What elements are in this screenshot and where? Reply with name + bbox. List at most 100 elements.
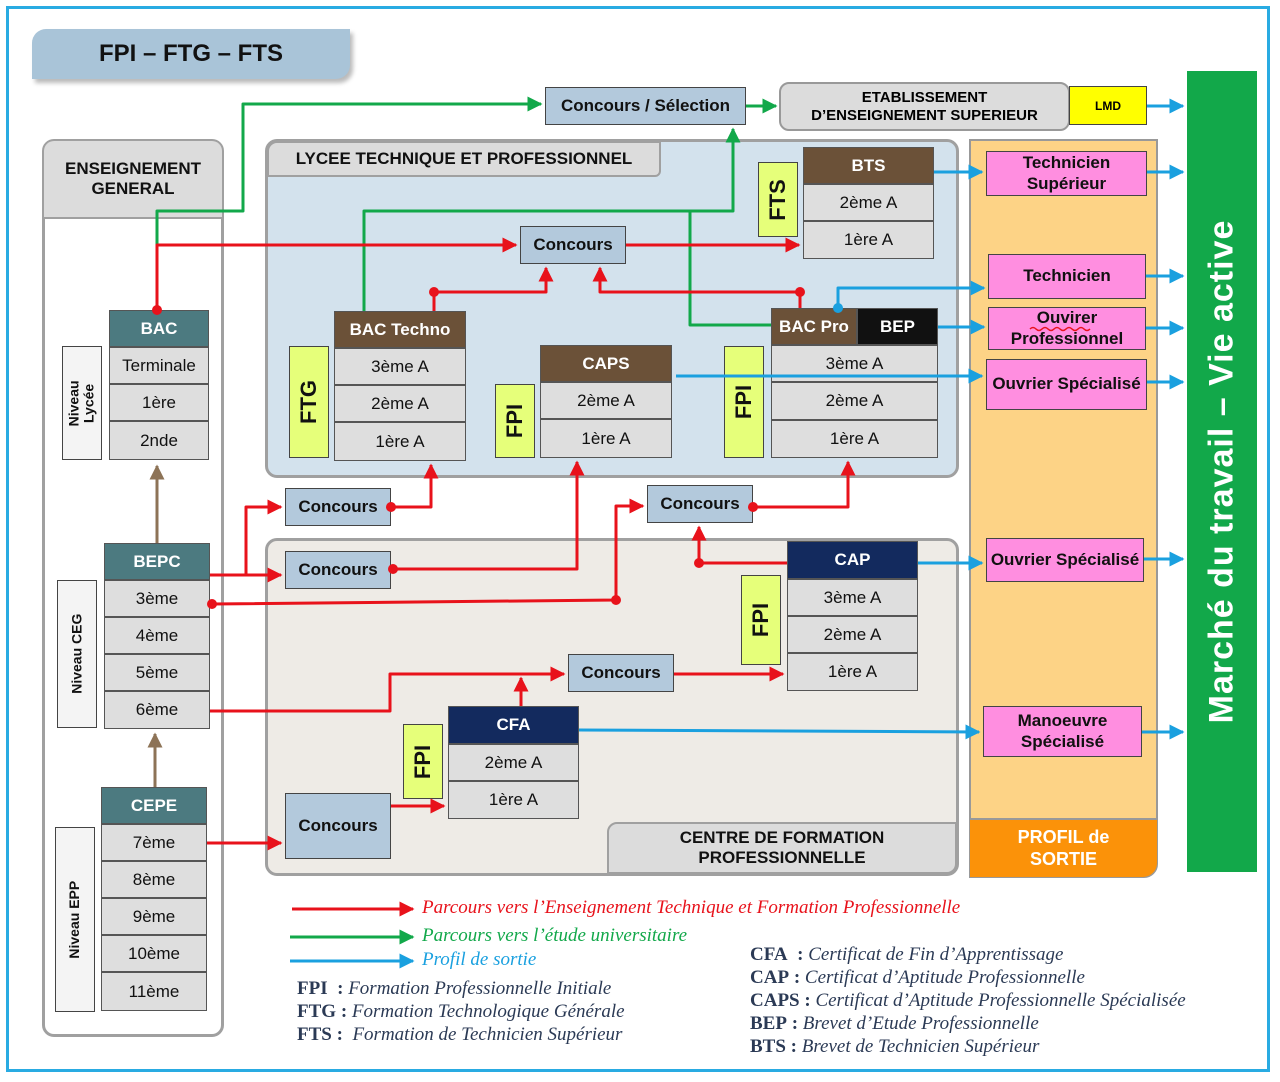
stack-bac-header: BAC <box>109 310 209 347</box>
stack-bepc-row: 3ème <box>104 580 210 617</box>
concours-box-cfa: Concours <box>285 793 391 859</box>
red-line-bacpro-concours <box>592 266 802 308</box>
stack-cfa-row: 2ème A <box>448 744 579 781</box>
stack-cap-row: 1ère A <box>787 653 918 691</box>
stack-cepe-row: 8ème <box>101 861 207 898</box>
stack-bac-row: 2nde <box>109 421 209 460</box>
blue-line-bacpro-technicien <box>836 280 986 308</box>
profil-ouvrier-specialise-cap: Ouvrier Spécialisé <box>986 538 1144 582</box>
stack-bac-techno-row: 2ème A <box>334 385 466 422</box>
etablissement-superieur: ETABLISSEMENT D’ENSEIGNEMENT SUPERIEUR <box>779 82 1070 131</box>
stack-bac-pro-row: 1ère A <box>771 420 938 458</box>
stack-cfa-row: 1ère A <box>448 781 579 819</box>
junction-dot <box>694 558 704 568</box>
stack-bepc-row: 6ème <box>104 691 210 729</box>
legend-blue-text: Profil de sortie <box>422 949 537 970</box>
red-line-concours-bactechno <box>391 463 439 509</box>
red-line-bactechno-concours <box>432 266 554 311</box>
red-line-cap-concours <box>691 525 787 565</box>
fpi-label-bacpro: FPI <box>724 346 764 458</box>
lmd-badge: LMD <box>1069 86 1147 125</box>
legend-item: FTG : Formation Technologique Générale <box>297 1001 625 1022</box>
legend-red-text: Parcours vers l’Enseignement Technique e… <box>422 897 961 918</box>
junction-dot <box>207 599 217 609</box>
panel-centre-formation-header: CENTRE DE FORMATION PROFESSIONNELLE <box>607 822 957 874</box>
red-line-6eme-concours <box>210 666 566 713</box>
concours-box-bactechno: Concours <box>285 488 391 526</box>
profil-manoeuvre-specialise: Manoeuvre Spécialisé <box>983 706 1142 757</box>
junction-dot <box>833 303 843 313</box>
stack-bepc-header: BEPC <box>104 543 210 580</box>
stack-bac-row: 1ère <box>109 384 209 421</box>
stack-cepe-header: CEPE <box>101 787 207 824</box>
legend-green-text: Parcours vers l’étude universitaire <box>422 925 688 946</box>
legend-abbr-list-left: FPI : Formation Professionnelle Initiale… <box>297 977 625 1046</box>
stack-bac-techno-header: BAC Techno <box>334 311 466 348</box>
profil-ouvrier-specialise-caps: Ouvrier Spécialisé <box>986 359 1147 410</box>
blue-line-cfa-profile <box>578 724 981 740</box>
fts-label: FTS <box>758 162 798 237</box>
stack-caps-row: 2ème A <box>540 382 672 419</box>
stack-bac-row: Terminale <box>109 347 209 384</box>
stack-cepe-row: 10ème <box>101 935 207 972</box>
stack-bep-header: BEP <box>857 308 938 345</box>
marche-du-travail-bar: Marché du travail – Vie active <box>1187 71 1257 872</box>
red-line-concours-caps <box>393 460 585 571</box>
stack-bts-row: 2ème A <box>803 184 934 221</box>
stack-bts-header: BTS <box>803 147 934 184</box>
legend-item: CAPS : Certificat d’Aptitude Professionn… <box>750 990 1186 1011</box>
outer-frame <box>6 6 1270 1072</box>
stack-bac-pro-row: 2ème A <box>771 382 938 420</box>
niveau-ceg-label: Niveau CEG <box>57 580 97 728</box>
niveau-lycee-label: Niveau Lycée <box>62 346 102 460</box>
page-title: FPI – FTG – FTS <box>32 29 350 79</box>
stack-bts-row: 1ère A <box>803 221 934 259</box>
ftg-label: FTG <box>289 346 329 458</box>
stack-bac-pro-header: BAC Pro <box>771 308 857 345</box>
fpi-label-caps: FPI <box>495 384 535 458</box>
concours-box-bacpro: Concours <box>647 485 753 523</box>
fpi-label-cap: FPI <box>741 575 781 665</box>
concours-box-caps: Concours <box>285 551 391 589</box>
green-line-bac-selection <box>155 96 543 250</box>
stack-bac-techno-row: 3ème A <box>334 348 466 385</box>
stack-cap-row: 3ème A <box>787 579 918 616</box>
profil-sortie-label: PROFIL de SORTIE <box>970 818 1157 877</box>
niveau-epp-label: Niveau EPP <box>55 827 95 1012</box>
junction-dot <box>611 595 621 605</box>
stack-caps-row: 1ère A <box>540 419 672 458</box>
stack-bac-techno-row: 1ère A <box>334 422 466 461</box>
junction-dot <box>429 287 439 297</box>
profil-ouvrier-professionnel: Ouvirer Professionnel <box>988 307 1146 350</box>
stack-cap-row: 2ème A <box>787 616 918 653</box>
legend-item: CFA : Certificat de Fin d’Apprentissage <box>750 944 1064 965</box>
junction-dot <box>386 502 396 512</box>
legend-item: CAP : Certificat d’Aptitude Professionne… <box>750 967 1085 988</box>
junction-dot <box>795 287 805 297</box>
legend-abbr-list-right: CFA : Certificat de Fin d’Apprentissage … <box>750 943 1186 1058</box>
junction-dot <box>152 305 162 315</box>
legend-item: BTS : Brevet de Technicien Supérieur <box>750 1036 1040 1057</box>
junction-dot <box>748 502 758 512</box>
legend-item: FPI : Formation Professionnelle Initiale <box>297 978 612 999</box>
spell-underline <box>1029 326 1091 332</box>
concours-box-bts: Concours <box>520 226 626 264</box>
legend-item: FTS : Formation de Technicien Supérieur <box>297 1024 623 1045</box>
stack-caps-header: CAPS <box>540 345 672 382</box>
green-line-bacpro-selection <box>688 211 771 327</box>
stack-cepe-row: 11ème <box>101 972 207 1011</box>
red-line-concours-bacpro <box>753 460 856 509</box>
stack-bepc-row: 4ème <box>104 617 210 654</box>
stack-cap-header: CAP <box>787 541 918 579</box>
red-line-bac-concours <box>155 237 518 310</box>
legend-item: BEP : Brevet d’Etude Professionnelle <box>750 1013 1039 1034</box>
stack-cepe-row: 7ème <box>101 824 207 861</box>
panel-enseignement-general-header: ENSEIGNEMENT GENERAL <box>44 141 222 219</box>
stack-cepe-row: 9ème <box>101 898 207 935</box>
concours-box-cap: Concours <box>568 654 674 692</box>
stack-bepc-row: 5ème <box>104 654 210 691</box>
fpi-label-cfa: FPI <box>403 724 443 799</box>
red-line-3eme-concours <box>211 498 645 606</box>
red-line-bepc-concours-1 <box>210 499 283 577</box>
